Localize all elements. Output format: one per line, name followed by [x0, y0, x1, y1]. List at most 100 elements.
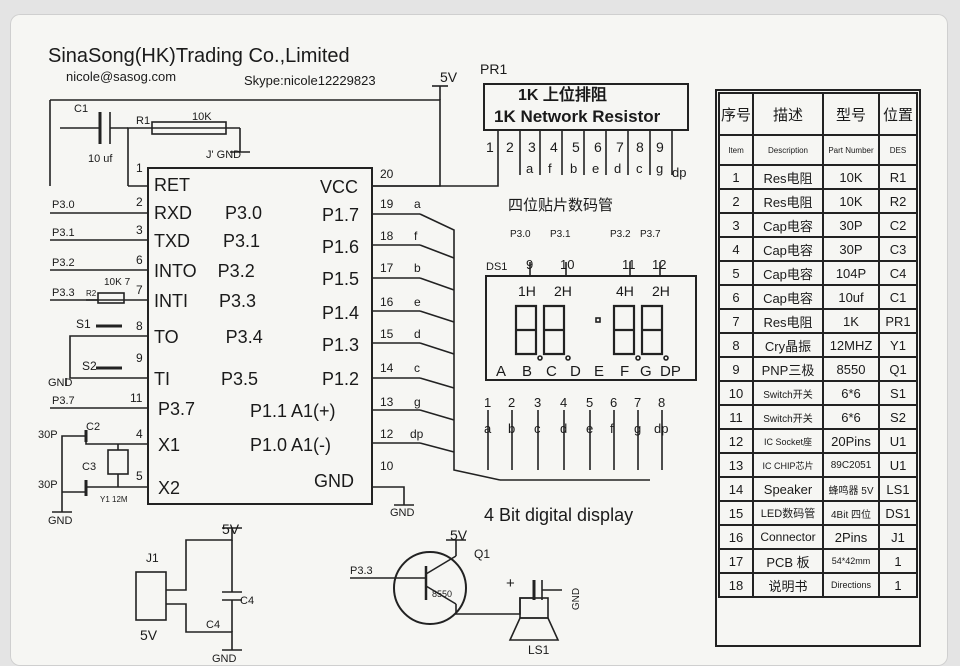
bom-cell: 89C2051: [822, 452, 880, 478]
pin-num-14: 14: [380, 361, 394, 375]
bom-cell: Directions: [822, 572, 880, 598]
disp-bottom-net-g: g: [634, 421, 642, 436]
bom-cell: 10K: [822, 188, 880, 214]
net-p33: P3.3: [52, 287, 75, 299]
pr1-cn: 1K 上位排阻: [518, 87, 607, 104]
digital-display-title: 4 Bit digital display: [484, 505, 634, 525]
bom-cell: 6: [718, 284, 754, 310]
c4-ref-b: C4: [206, 619, 221, 631]
bom-cell: Cap电容: [752, 236, 824, 262]
display-cn-title: 四位贴片数码管: [508, 197, 614, 214]
digit-4h: 4H: [616, 283, 634, 299]
bom-cell: Switch开关: [752, 404, 824, 430]
bom-cell: DS1: [878, 500, 918, 526]
pr1-pin-6: 6: [594, 139, 602, 155]
bom-cell: S2: [878, 404, 918, 430]
bom-cell: 5: [718, 260, 754, 286]
bom-cell: U1: [878, 452, 918, 478]
seg-f: F: [620, 363, 630, 380]
gnd-crystal: GND: [48, 515, 73, 527]
net-c: c: [414, 361, 420, 375]
pin-num-2: 2: [136, 195, 143, 209]
disp-bottom-pin-7: 7: [634, 395, 642, 410]
pin-num-7: 7: [136, 283, 143, 297]
c2-ref: C2: [86, 421, 101, 433]
disp-bottom-pin-3: 3: [534, 395, 542, 410]
disp-net-p37: P3.7: [640, 229, 661, 240]
net-e: e: [414, 295, 421, 309]
disp-bottom-pin-2: 2: [508, 395, 516, 410]
bom-sub-desc: Description: [752, 134, 824, 166]
mcu-pin-ret: RET: [154, 175, 190, 195]
mcu-pin-vcc: VCC: [320, 177, 359, 197]
seg-a: A: [496, 363, 507, 380]
pin-num-8: 8: [136, 319, 143, 333]
pr1-net-g: g: [656, 161, 664, 176]
c3-val: 30P: [38, 479, 58, 491]
net-b: b: [414, 261, 421, 275]
email-text: nicole@sasog.com: [66, 69, 177, 84]
seg-dp: DP: [660, 363, 681, 380]
bom-cell: 8: [718, 332, 754, 358]
net-p32: P3.2: [52, 257, 75, 269]
seg-e: E: [594, 363, 605, 380]
pr1-net-d: d: [614, 161, 622, 176]
bom-cell: R1: [878, 164, 918, 190]
bom-header-part: 型号: [822, 92, 880, 136]
mcu-left-pins: [128, 185, 148, 488]
bom-cell: Cap电容: [752, 284, 824, 310]
bom-cell: 15: [718, 500, 754, 526]
pin-num-13: 13: [380, 395, 394, 409]
pin-num-4: 4: [136, 427, 143, 441]
ds1-ref: DS1: [486, 261, 508, 273]
bom-cell: 1: [878, 548, 918, 574]
mcu-pin-txd: TXD P3.1: [154, 231, 261, 251]
disp-bottom-net-c: c: [534, 421, 541, 436]
bom-cell: 11: [718, 404, 754, 430]
pin-num-11: 11: [130, 391, 143, 405]
bom-cell: 14: [718, 476, 754, 502]
net-p30: P3.0: [52, 199, 75, 211]
disp-bottom-net-f: f: [610, 421, 614, 436]
r2-ref: R2: [86, 289, 97, 298]
c1-val: 10 uf: [88, 153, 113, 165]
pin-num-5: 5: [136, 469, 143, 483]
net-f: f: [414, 229, 418, 243]
bom-cell: Switch开关: [752, 380, 824, 406]
bom-cell: 12MHZ: [822, 332, 880, 358]
bom-cell: 18: [718, 572, 754, 598]
bom-cell: 16: [718, 524, 754, 550]
bom-cell: U1: [878, 428, 918, 454]
bom-header-desc: 描述: [752, 92, 824, 136]
pr1-net-f: f: [548, 161, 552, 176]
bom-cell: IC Socket座: [752, 428, 824, 454]
bom-cell: PCB 板: [752, 548, 824, 574]
pin-num-1: 1: [136, 161, 143, 175]
bom-cell: 1K: [822, 308, 880, 334]
bom-cell: 4Bit 四位: [822, 500, 880, 526]
pin-num-12: 12: [380, 427, 394, 441]
mcu-pin-p14: P1.4: [322, 303, 360, 323]
bom-cell: 104P: [822, 260, 880, 286]
bom-cell: C3: [878, 236, 918, 262]
bom-cell: 1: [718, 164, 754, 190]
pr1-pin-7: 7: [616, 139, 624, 155]
mcu-pin-t1: TI P3.5: [154, 369, 259, 389]
bom-cell: Res电阻: [752, 188, 824, 214]
mcu-pin-int1: INTI P3.3: [154, 291, 257, 311]
pr1-pin-3: 3: [528, 139, 536, 155]
ls1-ref: LS1: [528, 643, 550, 657]
pin-num-3: 3: [136, 223, 143, 237]
mcu-pin-p15: P1.5: [322, 269, 360, 289]
bom-cell: 30P: [822, 236, 880, 262]
bom-cell: 1: [878, 572, 918, 598]
bom-cell: Cap电容: [752, 260, 824, 286]
